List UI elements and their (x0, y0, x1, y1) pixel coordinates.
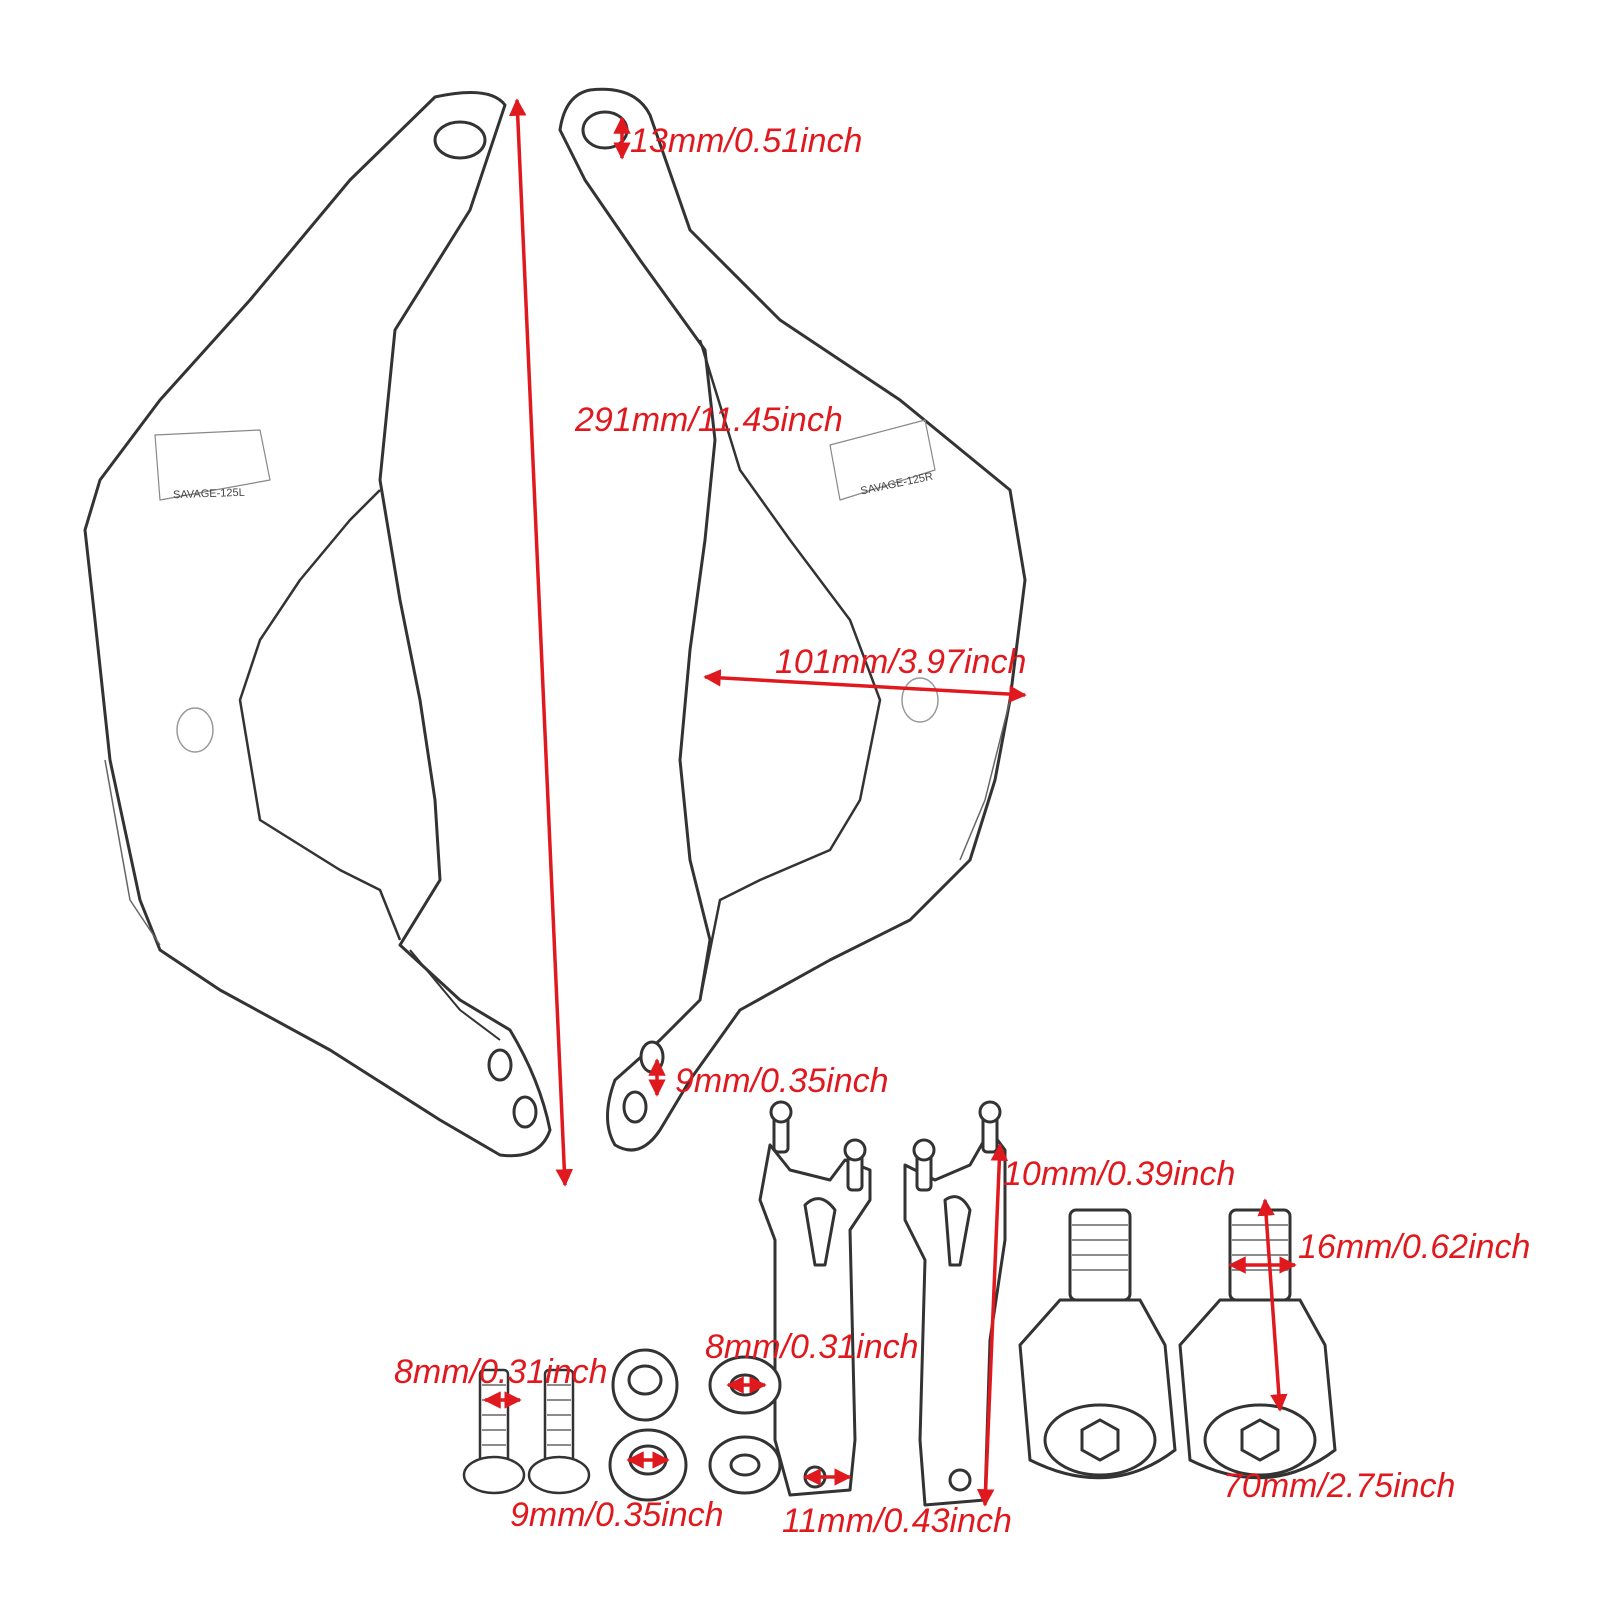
dim-bar-end-length: 70mm/2.75inch (1223, 1467, 1456, 1505)
dim-bar-end-thread: 16mm/0.62inch (1298, 1228, 1531, 1266)
right-lower-hole-2 (622, 1090, 648, 1124)
arrow-bracket-height (976, 1143, 1009, 1507)
bolt-2 (527, 1368, 591, 1495)
dim-bracket-hole: 11mm/0.43inch (782, 1502, 1012, 1540)
left-lower-hole-2 (512, 1095, 538, 1129)
arrow-guard-length (508, 98, 574, 1187)
dim-guard-width: 101mm/3.97inch (775, 643, 1027, 681)
arrow-bar-end-length (1257, 1198, 1288, 1412)
left-top-hole (433, 120, 487, 160)
dim-washer-large: 9mm/0.35inch (510, 1496, 724, 1534)
bar-end-weight-left (1018, 1208, 1177, 1480)
dim-bracket-height: 10mm/0.39inch (1003, 1155, 1236, 1193)
left-hand-guard (83, 91, 552, 1158)
dim-mount-hole: 13mm/0.51inch (630, 122, 863, 160)
washer-2 (708, 1435, 782, 1495)
dim-lower-hole: 9mm/0.35inch (675, 1062, 889, 1100)
arrow-guard-width (703, 669, 1027, 703)
dim-bolt-diameter: 8mm/0.31inch (394, 1353, 608, 1391)
right-lower-hole-1 (639, 1040, 665, 1074)
mounting-bracket-left (758, 1100, 872, 1497)
left-lower-hole-1 (487, 1048, 513, 1082)
left-guard-label: SAVAGE-125L (172, 486, 245, 502)
spacer-1 (611, 1348, 679, 1422)
right-hand-guard (558, 87, 1027, 1152)
dimension-arrows (483, 98, 1297, 1507)
dim-guard-length: 291mm/11.45inch (575, 401, 843, 439)
dim-washer-small: 8mm/0.31inch (705, 1328, 919, 1366)
spacer-2 (608, 1428, 688, 1502)
mounting-bracket-right (903, 1100, 1007, 1507)
